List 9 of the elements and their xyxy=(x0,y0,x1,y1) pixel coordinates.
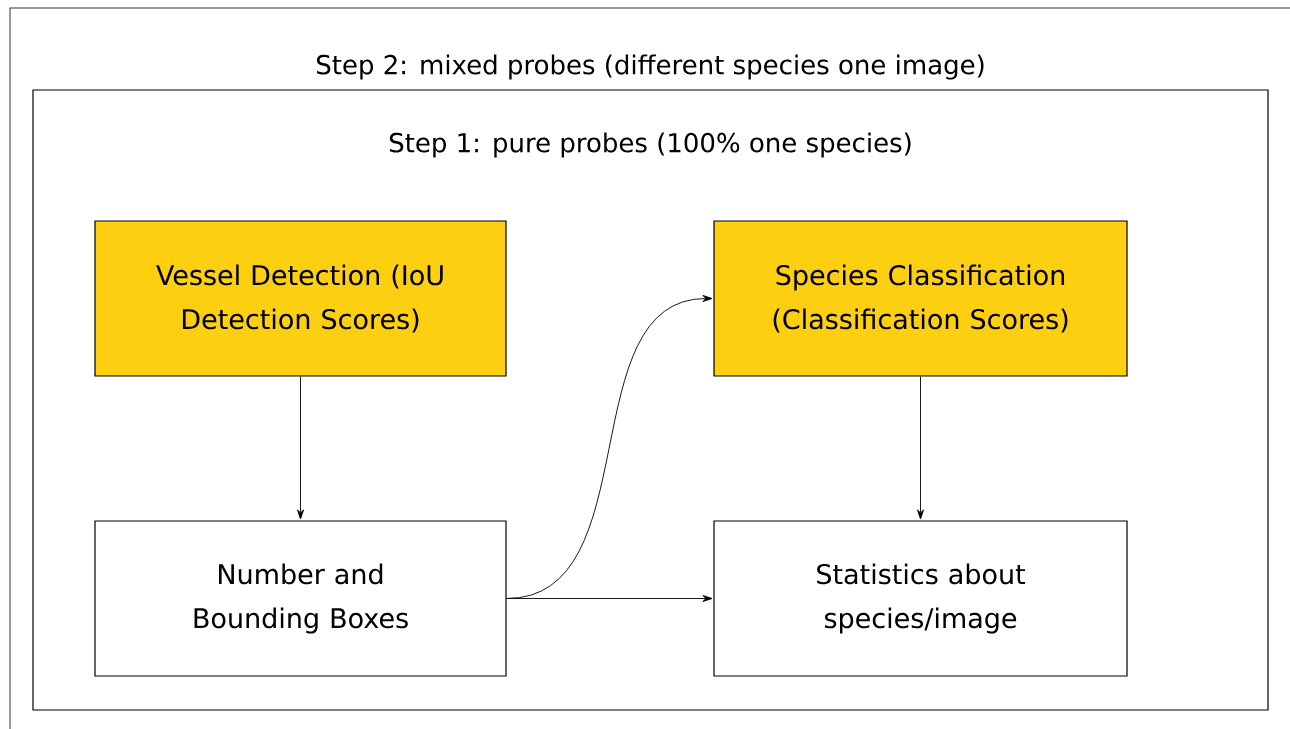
result-box: Number and Bounding Boxes xyxy=(94,520,507,677)
process-box: Vessel Detection (IoU Detection Scores) xyxy=(94,220,507,377)
group-title: Step 1: pure probes (100% one species) xyxy=(389,132,911,158)
arrow xyxy=(506,595,713,602)
arrow xyxy=(917,376,924,520)
arrow xyxy=(297,376,304,520)
process-box: Species Classification (Classification Scores) xyxy=(713,220,1128,377)
result-box: Statistics about species/image xyxy=(713,520,1128,677)
group-title: Step 2: mixed probes (different species one image) xyxy=(316,54,984,80)
